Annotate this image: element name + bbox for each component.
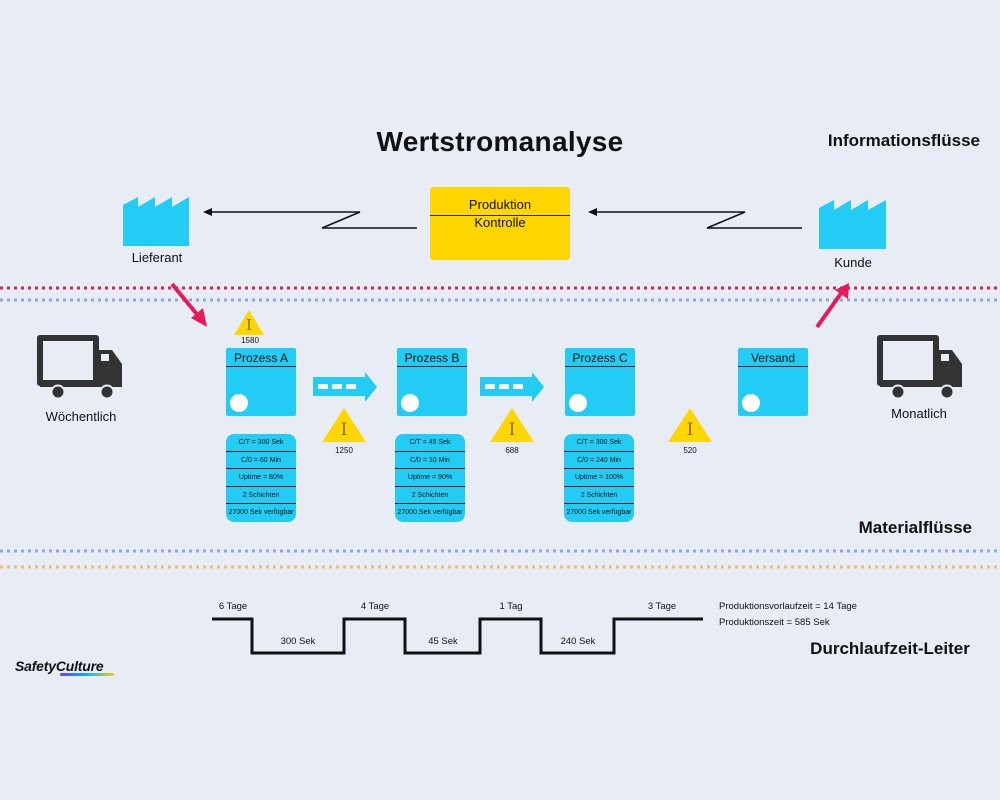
operator-icon bbox=[230, 394, 248, 412]
ladder-wait-2: 4 Tage bbox=[360, 601, 390, 612]
operator-icon bbox=[742, 394, 760, 412]
inventory-symbol-3: I bbox=[508, 420, 516, 440]
data-box-b: C/T = 45 Sek C/0 = 10 Min Uptime = 90% 2… bbox=[395, 434, 465, 522]
process-box-a: Prozess A bbox=[226, 348, 296, 416]
brand-logo-underline bbox=[60, 673, 114, 676]
data-row-shifts: 2 Schichten bbox=[564, 487, 634, 505]
section-label-material: Materialflüsse bbox=[858, 518, 972, 537]
lead-time-summary: Produktionsvorlaufzeit = 14 Tage bbox=[719, 601, 857, 612]
data-row-uptime: Uptime = 90% bbox=[395, 469, 465, 487]
data-row-available: 27000 Sek verfügbar bbox=[397, 509, 463, 517]
info-arrow-from-customer bbox=[594, 211, 802, 229]
timeline-ladder bbox=[212, 617, 703, 655]
data-row-cycle-time: C/T = 300 Sek bbox=[564, 434, 634, 452]
data-row-uptime: Uptime = 80% bbox=[226, 469, 296, 487]
ladder-wait-4: 3 Tage bbox=[647, 601, 677, 612]
production-control-line2: Kontrolle bbox=[474, 215, 526, 230]
data-row-changeover: C/0 = 240 Min bbox=[564, 452, 634, 470]
process-box-c: Prozess C bbox=[565, 348, 635, 416]
process-name: Prozess A bbox=[233, 351, 289, 365]
push-arrow-icon-1 bbox=[313, 372, 377, 402]
data-row-cycle-time: C/T = 300 Sek bbox=[226, 434, 296, 452]
ladder-wait-3: 1 Tag bbox=[499, 601, 523, 612]
process-divider bbox=[397, 366, 467, 367]
customer-shipment-arrow bbox=[815, 290, 844, 329]
factory-icon-customer bbox=[819, 200, 886, 249]
page-title: Wertstromanalyse bbox=[376, 126, 624, 157]
customer-label: Kunde bbox=[834, 255, 872, 270]
process-box-shipping: Versand bbox=[738, 348, 808, 416]
data-box-c: C/T = 300 Sek C/0 = 240 Min Uptime = 100… bbox=[564, 434, 634, 522]
data-row-shifts: 2 Schichten bbox=[226, 487, 296, 505]
inventory-value-3: 688 bbox=[505, 446, 519, 455]
data-row-available: 27000 Sek verfügbar bbox=[228, 509, 294, 517]
production-control-line1: Produktion bbox=[468, 197, 532, 212]
process-box-b: Prozess B bbox=[397, 348, 467, 416]
operator-icon bbox=[401, 394, 419, 412]
data-row-changeover: C/0 = 60 Min bbox=[226, 452, 296, 470]
process-divider bbox=[565, 366, 635, 367]
process-time-summary: Produktionszeit = 585 Sek bbox=[719, 617, 830, 628]
process-name: Versand bbox=[750, 351, 796, 365]
process-divider bbox=[226, 366, 296, 367]
data-box-a: C/T = 300 Sek C/0 = 60 Min Uptime = 80% … bbox=[226, 434, 296, 522]
supplier-delivery-label: Wöchentlich bbox=[45, 409, 117, 424]
inventory-value-2: 1250 bbox=[335, 446, 353, 455]
data-row-shifts: 2 Schichten bbox=[395, 487, 465, 505]
customer-delivery-label: Monatlich bbox=[891, 406, 947, 421]
truck-icon-supplier bbox=[37, 335, 122, 400]
ladder-wait-1: 6 Tage bbox=[218, 601, 248, 612]
section-label-leadtime: Durchlaufzeit-Leiter bbox=[810, 639, 970, 658]
inventory-icon-1 bbox=[234, 310, 264, 335]
info-arrow-to-supplier bbox=[209, 211, 417, 229]
section-label-information: Informationsflüsse bbox=[827, 131, 980, 150]
supplier-label: Lieferant bbox=[131, 250, 183, 265]
truck-icon-customer bbox=[877, 335, 962, 400]
ladder-process-1: 300 Sek bbox=[280, 636, 316, 647]
process-name: Prozess C bbox=[572, 351, 628, 365]
data-row-changeover: C/0 = 10 Min bbox=[395, 452, 465, 470]
inventory-symbol-4: I bbox=[686, 420, 694, 440]
inventory-value-1: 1580 bbox=[241, 336, 259, 345]
ladder-process-2: 45 Sek bbox=[428, 636, 458, 647]
ladder-process-3: 240 Sek bbox=[560, 636, 596, 647]
customer-shipment-arrowhead bbox=[835, 283, 849, 299]
operator-icon bbox=[569, 394, 587, 412]
inventory-symbol-2: I bbox=[340, 420, 348, 440]
info-arrowhead-supplier bbox=[203, 208, 212, 216]
push-arrow-icon-2 bbox=[480, 372, 544, 402]
info-arrowhead-control bbox=[588, 208, 597, 216]
process-name: Prozess B bbox=[404, 351, 460, 365]
production-control-divider bbox=[430, 215, 570, 216]
inventory-icon-3 bbox=[490, 408, 534, 442]
data-row-uptime: Uptime = 100% bbox=[564, 469, 634, 487]
inventory-icon-4 bbox=[668, 408, 712, 442]
data-row-cycle-time: C/T = 45 Sek bbox=[395, 434, 465, 452]
factory-icon-supplier bbox=[123, 197, 189, 246]
supplier-shipment-arrow bbox=[170, 282, 202, 320]
inventory-value-4: 520 bbox=[683, 446, 697, 455]
inventory-icon-2 bbox=[322, 408, 366, 442]
production-control-box: Produktion Kontrolle bbox=[430, 187, 570, 260]
brand-logo: SafetyCulture bbox=[15, 658, 104, 674]
data-row-available: 27000 Sek verfügbar bbox=[566, 509, 632, 517]
process-divider bbox=[738, 366, 808, 367]
supplier-shipment-arrowhead bbox=[191, 308, 207, 327]
inventory-symbol-1: I bbox=[246, 316, 252, 334]
